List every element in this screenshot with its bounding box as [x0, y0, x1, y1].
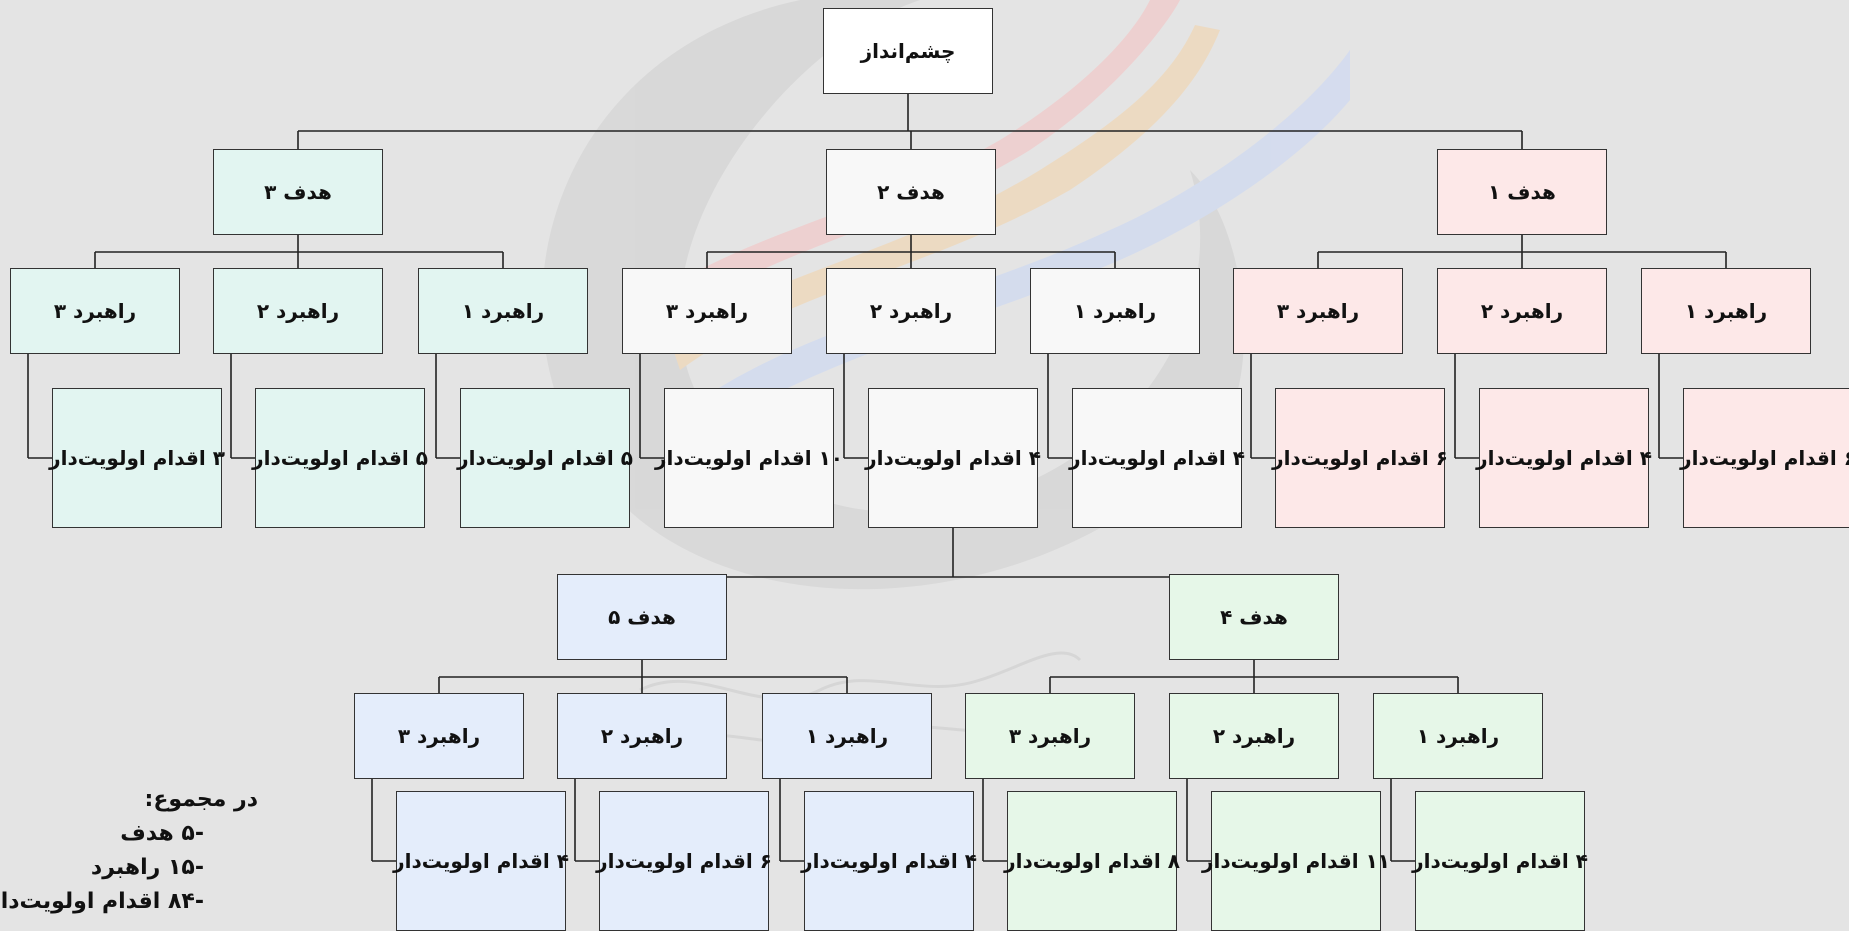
action-box-3-2-label: ۵ اقدام اولویت‌دار	[252, 446, 428, 470]
action-box-2-1: ۴ اقدام اولویت‌دار	[1069, 388, 1245, 528]
action-box-5-3-label: ۴ اقدام اولویت‌دار	[393, 849, 569, 873]
strategy-box-5-2: راهبرد ۲	[557, 693, 727, 779]
action-box-1-3: ۶ اقدام اولویت‌دار	[1272, 388, 1448, 528]
action-box-4-1-label: ۴ اقدام اولویت‌دار	[1412, 849, 1588, 873]
strategy-box-1-2: راهبرد ۲	[1437, 268, 1607, 354]
strategy-box-2-1: راهبرد ۱	[1030, 268, 1200, 354]
goal-box-1: هدف ۱	[1437, 149, 1607, 235]
goal-box-4: هدف ۴	[1169, 574, 1339, 660]
goal-box-1-label: هدف ۱	[1488, 180, 1556, 204]
strategy-box-1-2-label: راهبرد ۲	[1480, 299, 1564, 323]
strategy-box-2-3-label: راهبرد ۳	[665, 299, 749, 323]
strategy-box-1-3: راهبرد ۳	[1233, 268, 1403, 354]
strategy-box-5-3-label: راهبرد ۳	[397, 724, 481, 748]
action-box-3-1: ۵ اقدام اولویت‌دار	[457, 388, 633, 528]
action-box-4-3: ۸ اقدام اولویت‌دار	[1004, 791, 1180, 931]
summary-heading: در مجموع:	[144, 787, 258, 812]
action-box-3-3: ۳ اقدام اولویت‌دار	[49, 388, 225, 528]
action-box-4-1: ۴ اقدام اولویت‌دار	[1412, 791, 1588, 931]
strategy-box-3-1: راهبرد ۱	[418, 268, 588, 354]
strategy-box-5-2-label: راهبرد ۲	[600, 724, 684, 748]
strategy-box-3-1-label: راهبرد ۱	[461, 299, 545, 323]
action-box-1-3-label: ۶ اقدام اولویت‌دار	[1272, 446, 1448, 470]
strategy-box-3-3: راهبرد ۳	[10, 268, 180, 354]
action-box-4-3-label: ۸ اقدام اولویت‌دار	[1004, 849, 1180, 873]
summary-strategies: -۱۵ راهبرد	[90, 855, 204, 880]
action-box-2-2-label: ۴ اقدام اولویت‌دار	[865, 446, 1041, 470]
strategy-box-3-2: راهبرد ۲	[213, 268, 383, 354]
strategy-box-2-1-label: راهبرد ۱	[1073, 299, 1157, 323]
strategy-box-5-3: راهبرد ۳	[354, 693, 524, 779]
strategy-box-4-3-label: راهبرد ۳	[1008, 724, 1092, 748]
action-box-4-2-label: ۱۱ اقدام اولویت‌دار	[1201, 849, 1390, 873]
strategy-box-4-1: راهبرد ۱	[1373, 693, 1543, 779]
goal-box-3-label: هدف ۳	[264, 180, 332, 204]
strategy-box-2-2: راهبرد ۲	[826, 268, 996, 354]
strategy-box-2-3: راهبرد ۳	[622, 268, 792, 354]
vision-box-label: چشم‌انداز	[860, 39, 956, 63]
strategy-box-5-1-label: راهبرد ۱	[805, 724, 889, 748]
watermark-calligraphy-1	[639, 651, 1082, 701]
summary-block: در مجموع: -۵ هدف -۱۵ راهبرد -۸۴ اقدام او…	[0, 783, 258, 919]
strategy-box-1-1-label: راهبرد ۱	[1684, 299, 1768, 323]
action-box-4-2: ۱۱ اقدام اولویت‌دار	[1202, 791, 1390, 931]
watermark-stripe-red	[650, 0, 1180, 330]
action-box-1-2: ۴ اقدام اولویت‌دار	[1476, 388, 1652, 528]
action-box-2-3-label: ۱۰ اقدام اولویت‌دار	[654, 446, 843, 470]
action-box-5-2-label: ۶ اقدام اولویت‌دار	[596, 849, 772, 873]
strategy-box-1-3-label: راهبرد ۳	[1276, 299, 1360, 323]
goal-box-5: هدف ۵	[557, 574, 727, 660]
action-box-1-1: ۶ اقدام اولویت‌دار	[1680, 388, 1849, 528]
action-box-1-2-label: ۴ اقدام اولویت‌دار	[1476, 446, 1652, 470]
watermark-stripe-orange	[670, 25, 1220, 370]
strategy-box-1-1: راهبرد ۱	[1641, 268, 1811, 354]
action-box-2-3: ۱۰ اقدام اولویت‌دار	[655, 388, 843, 528]
strategy-box-4-2: راهبرد ۲	[1169, 693, 1339, 779]
action-box-5-3: ۴ اقدام اولویت‌دار	[393, 791, 569, 931]
summary-goals: -۵ هدف	[120, 821, 204, 846]
goal-box-5-label: هدف ۵	[608, 605, 676, 629]
action-box-2-1-label: ۴ اقدام اولویت‌دار	[1069, 446, 1245, 470]
strategy-box-5-1: راهبرد ۱	[762, 693, 932, 779]
strategy-box-3-3-label: راهبرد ۳	[53, 299, 137, 323]
summary-actions: -۸۴ اقدام اولویت‌دار	[0, 889, 204, 914]
goal-box-3: هدف ۳	[213, 149, 383, 235]
goal-box-2-label: هدف ۲	[877, 180, 945, 204]
strategy-box-3-2-label: راهبرد ۲	[256, 299, 340, 323]
goal-box-2: هدف ۲	[826, 149, 996, 235]
action-box-3-3-label: ۳ اقدام اولویت‌دار	[49, 446, 225, 470]
action-box-3-1-label: ۵ اقدام اولویت‌دار	[457, 446, 633, 470]
action-box-5-1: ۴ اقدام اولویت‌دار	[801, 791, 977, 931]
action-box-5-1-label: ۴ اقدام اولویت‌دار	[801, 849, 977, 873]
strategy-box-4-3: راهبرد ۳	[965, 693, 1135, 779]
action-box-3-2: ۵ اقدام اولویت‌دار	[252, 388, 428, 528]
strategy-box-4-2-label: راهبرد ۲	[1212, 724, 1296, 748]
strategy-box-2-2-label: راهبرد ۲	[869, 299, 953, 323]
vision-box: چشم‌انداز	[823, 8, 993, 94]
strategy-box-4-1-label: راهبرد ۱	[1416, 724, 1500, 748]
goal-box-4-label: هدف ۴	[1220, 605, 1288, 629]
action-box-2-2: ۴ اقدام اولویت‌دار	[865, 388, 1041, 528]
action-box-1-1-label: ۶ اقدام اولویت‌دار	[1680, 446, 1849, 470]
action-box-5-2: ۶ اقدام اولویت‌دار	[596, 791, 772, 931]
